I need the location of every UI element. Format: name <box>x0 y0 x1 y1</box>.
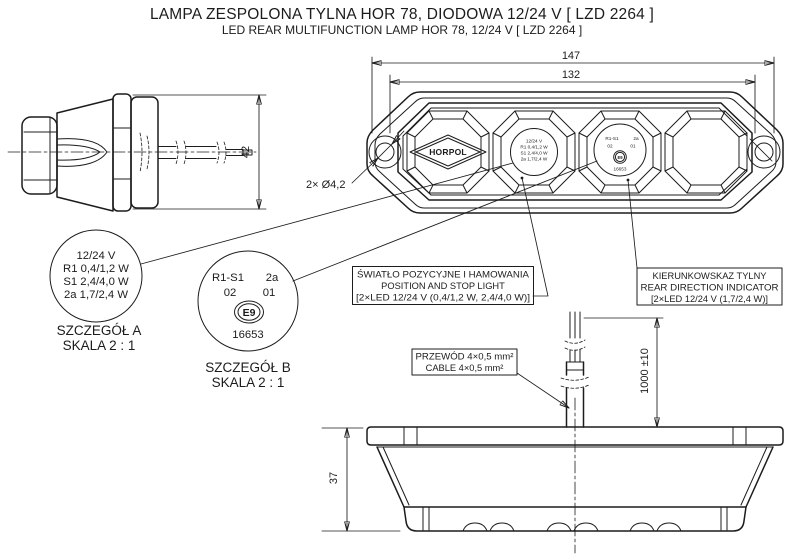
dim-147-label: 147 <box>562 50 580 62</box>
front-lens-window <box>397 102 753 201</box>
dim-132-label: 132 <box>562 69 580 81</box>
svg-text:12/24 V: 12/24 V <box>77 250 116 262</box>
position-stop-label-box: ŚWIATŁO POZYCYJNE I HAMOWANIA POSITION A… <box>352 177 549 305</box>
emark-tiny: E9 <box>617 155 623 160</box>
detail-a-circle <box>49 229 143 323</box>
detail-b-scale: SKALA 2 : 1 <box>212 375 285 390</box>
svg-text:[2×LED 12/24 V (1,7/2,4 W)]: [2×LED 12/24 V (1,7/2,4 W)] <box>651 294 768 304</box>
svg-text:ŚWIATŁO POZYCYJNE I HAMOWANIA: ŚWIATŁO POZYCYJNE I HAMOWANIA <box>357 269 530 280</box>
front-lens-marking: 12/24 V R1 0,4/1,2 W S1 2,4/4,0 W 2a 1,7… <box>510 128 558 176</box>
side-bezel <box>112 93 132 212</box>
horpol-logo-text: HORPOL <box>429 147 467 157</box>
detail-b-caption: SZCZEGÓŁ B <box>205 360 291 375</box>
right-mount-hole <box>754 142 774 162</box>
approval-number: 16653 <box>232 329 263 341</box>
dimension-37: 37 <box>321 428 401 531</box>
emark-label: E9 <box>243 307 256 319</box>
detail-a: 12/24 V R1 0,4/1,2 W S1 2,4/4,0 W 2a 1,7… <box>49 162 514 353</box>
svg-text:POSITION AND STOP LIGHT: POSITION AND STOP LIGHT <box>381 281 505 291</box>
svg-text:02: 02 <box>607 144 613 149</box>
left-mount-ear <box>368 135 402 169</box>
cable-label-box: PRZEWÓD 4×0,5 mm² CABLE 4×0,5 mm² <box>411 348 569 408</box>
svg-text:R1 0,4/1,2 W: R1 0,4/1,2 W <box>63 263 129 275</box>
bottom-base <box>403 506 747 532</box>
svg-text:2a: 2a <box>266 272 279 284</box>
detail-b-circle <box>197 250 299 352</box>
svg-text:S1 2,4/4,0 W: S1 2,4/4,0 W <box>520 151 548 156</box>
detail-b: R1-S1 2a 02 01 E9 16653 SZCZEGÓŁ B SKALA… <box>197 160 598 390</box>
dimension-132: 132 <box>390 69 755 134</box>
dim-37-label: 37 <box>328 472 340 484</box>
right-mount-ear <box>747 135 781 169</box>
svg-text:R1 0,4/1,2 W: R1 0,4/1,2 W <box>520 145 548 150</box>
side-lens-cap <box>21 116 58 195</box>
dimension-1000: 1000 ±10 <box>583 318 664 427</box>
bottom-flange <box>366 426 784 446</box>
detail-b-leader <box>292 160 598 282</box>
title-line-2: LED REAR MULTIFUNCTION LAMP HOR 78, 12/2… <box>222 23 582 37</box>
svg-text:KIERUNKOWSKAZ TYLNY: KIERUNKOWSKAZ TYLNY <box>653 271 767 281</box>
side-view: 42 <box>7 93 267 212</box>
bottom-view: 1000 ±10 37 <box>321 311 784 554</box>
svg-text:PRZEWÓD 4×0,5 mm²: PRZEWÓD 4×0,5 mm² <box>416 352 514 362</box>
drawing-title: LAMPA ZESPOLONA TYLNA HOR 78, DIODOWA 12… <box>150 6 654 37</box>
svg-text:REAR DIRECTION INDICATOR: REAR DIRECTION INDICATOR <box>641 283 779 293</box>
indicator-label-box: KIERUNKOWSKAZ TYLNY REAR DIRECTION INDIC… <box>627 179 783 306</box>
position-stop-leader <box>521 177 549 297</box>
svg-text:CABLE 4×0,5 mm²: CABLE 4×0,5 mm² <box>426 363 504 373</box>
detail-a-scale: SKALA 2 : 1 <box>63 338 136 353</box>
cable-leader <box>516 372 569 408</box>
left-mount-hole <box>375 142 395 162</box>
dim-1000-label: 1000 ±10 <box>639 348 651 394</box>
svg-text:S1 2,4/4,0 W: S1 2,4/4,0 W <box>63 276 129 288</box>
indicator-leader <box>627 179 638 269</box>
front-view: HORPOL 12/24 V R1 0,4/1,2 W S1 2,4/4,0 W… <box>306 50 784 214</box>
side-body-frustum <box>56 98 114 212</box>
dim-42-label: 42 <box>240 146 252 158</box>
svg-text:[2×LED 12/24 V (0,4/1,2 W, 2,4: [2×LED 12/24 V (0,4/1,2 W, 2,4/4,0 W)] <box>356 293 530 303</box>
svg-text:16653: 16653 <box>613 167 626 172</box>
svg-text:01: 01 <box>263 287 276 299</box>
svg-text:R1-S1: R1-S1 <box>605 136 619 141</box>
hole-diameter-callout: 2× Ø4,2 <box>306 130 773 191</box>
svg-text:2a: 2a <box>633 136 639 141</box>
dimension-42: 42 <box>132 95 267 209</box>
front-outer-outline <box>366 91 784 214</box>
side-cable <box>157 140 253 165</box>
hole-callout-label: 2× Ø4,2 <box>306 179 345 191</box>
svg-text:R1-S1: R1-S1 <box>212 272 244 284</box>
dimension-147: 147 <box>372 50 774 134</box>
bottom-cable <box>560 311 590 428</box>
svg-text:01: 01 <box>630 144 636 149</box>
svg-text:02: 02 <box>224 287 237 299</box>
side-lens-dome <box>56 138 108 167</box>
svg-text:2a 1,7/2,4 W: 2a 1,7/2,4 W <box>521 157 548 162</box>
svg-text:2a 1,7/2,4 W: 2a 1,7/2,4 W <box>64 289 128 301</box>
horpol-logo: HORPOL <box>409 134 487 170</box>
title-line-1: LAMPA ZESPOLONA TYLNA HOR 78, DIODOWA 12… <box>150 6 654 23</box>
detail-a-leader <box>140 162 514 265</box>
front-approval-marking: R1-S1 2a 02 01 E9 16653 <box>593 123 647 177</box>
side-housing <box>130 96 159 209</box>
svg-text:12/24 V: 12/24 V <box>526 139 543 144</box>
detail-a-caption: SZCZEGÓŁ A <box>57 323 142 338</box>
